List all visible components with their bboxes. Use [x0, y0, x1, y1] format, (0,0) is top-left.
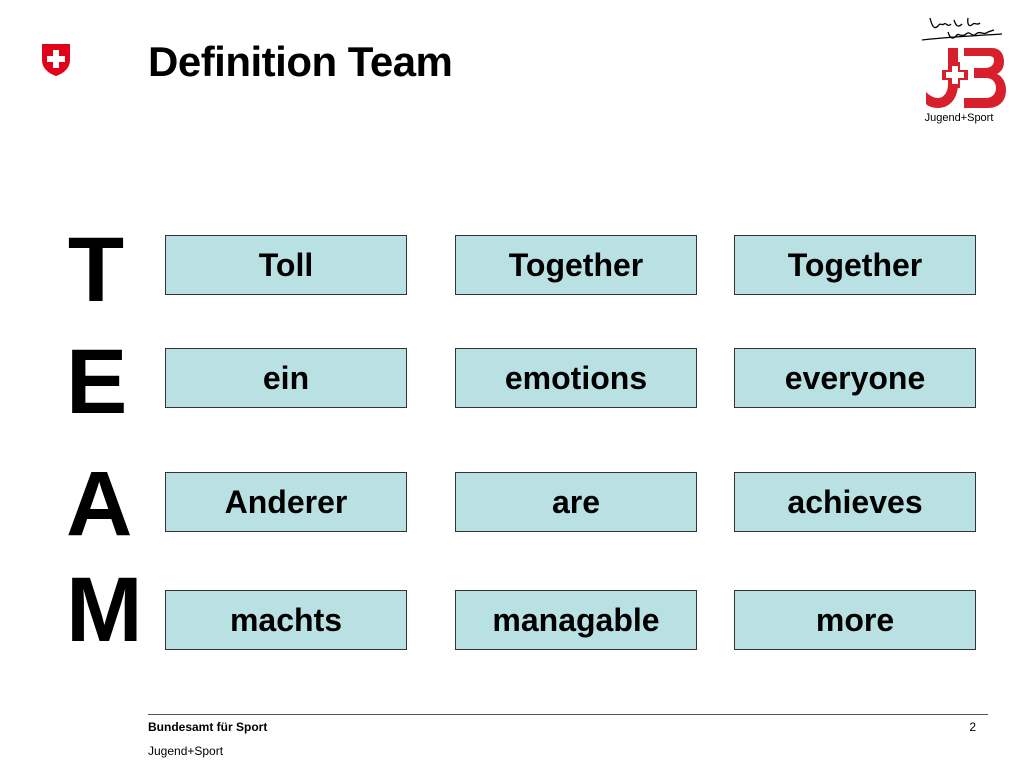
word-box-t-english-1: Together — [455, 235, 697, 295]
page-number: 2 — [969, 720, 976, 734]
swiss-shield-icon — [42, 44, 70, 76]
footer-organization: Bundesamt für Sport — [148, 720, 268, 734]
word-box-t-english-2: Together — [734, 235, 976, 295]
word-box-e-german: ein — [165, 348, 407, 408]
acrostic-letter-a: A — [66, 453, 133, 555]
word-box-e-english-2: everyone — [734, 348, 976, 408]
word-box-m-german: machts — [165, 590, 407, 650]
word-box-m-english-2: more — [734, 590, 976, 650]
footer-program: Jugend+Sport — [148, 744, 224, 758]
logo-caption: Jugend+Sport — [924, 112, 994, 124]
word-box-a-english-2: achieves — [734, 472, 976, 532]
word-box-e-english-1: emotions — [455, 348, 697, 408]
acrostic-letter-e: E — [66, 331, 128, 433]
word-box-t-german: Toll — [165, 235, 407, 295]
word-box-a-english-1: are — [455, 472, 697, 532]
page-title: Definition Team — [148, 38, 453, 85]
jugend-sport-logo — [921, 17, 1006, 108]
acrostic-letter-t: T — [67, 219, 125, 321]
acrostic-letter-m: M — [66, 559, 143, 661]
word-box-a-german: Anderer — [165, 472, 407, 532]
footer-divider — [148, 714, 988, 715]
word-box-m-english-1: managable — [455, 590, 697, 650]
